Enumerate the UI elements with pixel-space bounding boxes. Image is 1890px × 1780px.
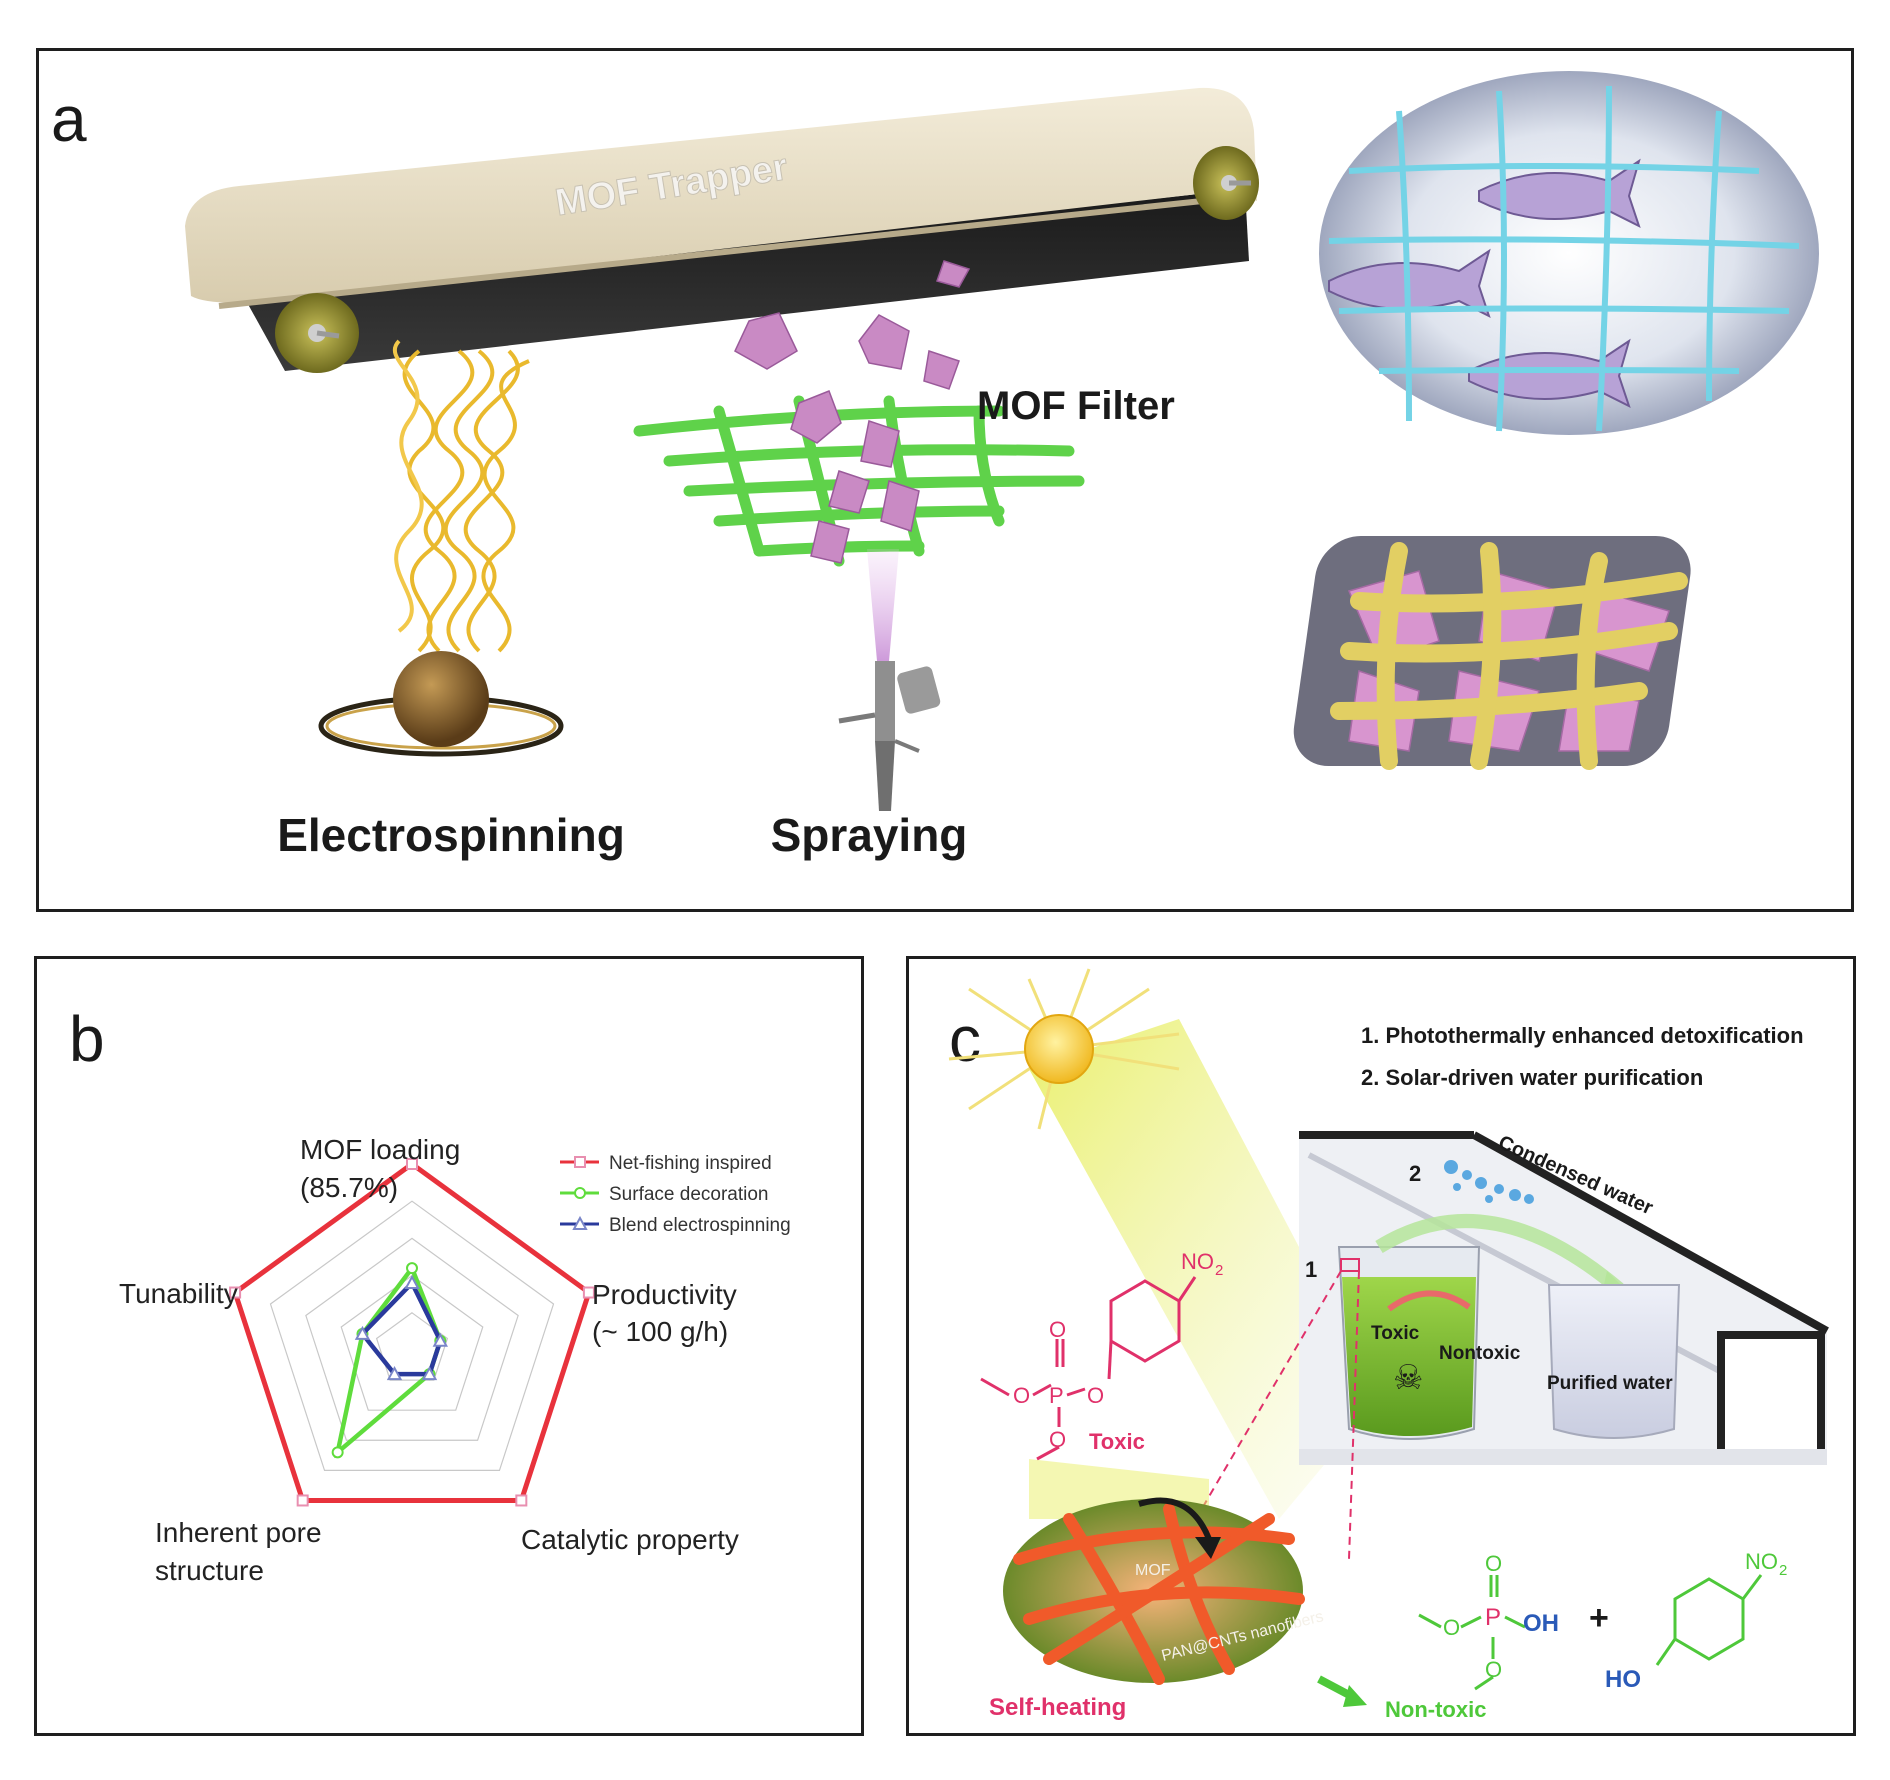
radar-chart: b MOF loading (85.7%) Productivity (~ 10…	[69, 1003, 791, 1586]
svg-text:P: P	[1049, 1383, 1064, 1408]
axis-label-pore-2: structure	[155, 1555, 264, 1586]
data-point-net-fishing	[296, 1494, 309, 1507]
filter-label: MOF Filter	[977, 384, 1175, 428]
sun-icon	[948, 968, 1180, 1130]
mof-octahedra	[734, 260, 971, 564]
skull-icon: ☠	[1393, 1358, 1423, 1398]
spraying-label: Spraying	[771, 809, 968, 861]
electrospinning-label: Electrospinning	[277, 809, 625, 861]
purified-water-label: Purified water	[1547, 1373, 1673, 1394]
svg-text:O: O	[1049, 1317, 1066, 1342]
svg-text:O: O	[1087, 1383, 1104, 1408]
self-heating-label: Self-heating	[989, 1694, 1126, 1721]
toxic-molecule	[980, 1276, 1197, 1461]
fishing-net-illustration	[1319, 71, 1819, 435]
product-oh: OH	[1523, 1610, 1559, 1637]
electrospinning-ball	[393, 651, 489, 747]
legend-label-net: Net-fishing inspired	[609, 1153, 772, 1174]
spray-gun	[838, 661, 941, 811]
sunlight-beam	[1029, 1019, 1379, 1519]
data-point-net-fishing	[229, 1286, 242, 1299]
axis-label-productivity: Productivity	[592, 1279, 737, 1310]
axis-label-productivity-value: (~ 100 g/h)	[592, 1316, 728, 1347]
purified-beaker	[1547, 1284, 1681, 1439]
axis-label-mof-loading-value: (85.7%)	[300, 1172, 398, 1203]
data-point-blend-electrospinning	[386, 1365, 403, 1381]
radar-grid-ring	[375, 1312, 449, 1381]
radar-series	[229, 1158, 595, 1507]
svg-text:O: O	[1013, 1383, 1030, 1408]
roller-left	[275, 293, 359, 373]
electrospinning-fibers	[392, 339, 530, 653]
spray-cone	[867, 549, 899, 661]
data-point-net-fishing	[406, 1158, 418, 1170]
axis-label-tunability: Tunability	[119, 1278, 238, 1309]
panel-c: c 1. Photothermally enhanced detoxificat…	[906, 956, 1856, 1736]
svg-text:O: O	[1485, 1657, 1502, 1682]
legend-marker-surface	[574, 1187, 586, 1199]
axis-label-catalytic: Catalytic property	[521, 1524, 739, 1555]
panel-c-letter: c	[949, 1003, 981, 1075]
product-no2-sub: 2	[1779, 1562, 1787, 1579]
radar-grid-ring	[305, 1237, 519, 1441]
toxic-label: Toxic	[1089, 1429, 1145, 1454]
axis-label-mof-loading: MOF loading	[300, 1134, 460, 1165]
legend-marker-blend	[572, 1215, 588, 1230]
series-line-net-fishing	[232, 1160, 592, 1503]
legend: Net-fishing inspired Surface decoration …	[560, 1153, 791, 1236]
water-droplets	[1444, 1160, 1534, 1204]
data-point-surface-decoration	[406, 1262, 418, 1275]
data-point-blend-electrospinning	[354, 1325, 371, 1340]
curved-arrow	[1138, 1497, 1212, 1541]
toxic-no2-sub: 2	[1215, 1262, 1223, 1279]
legend-label-surface: Surface decoration	[609, 1184, 769, 1205]
radar-grid-ring	[269, 1200, 555, 1471]
axis-label-pore: Inherent pore	[155, 1517, 322, 1548]
mof-text: MOF	[1135, 1562, 1171, 1579]
svg-text:O: O	[1049, 1427, 1066, 1452]
reaction-arrow	[1387, 1290, 1471, 1312]
series-line-surface-decoration	[334, 1263, 443, 1459]
step-2-text: 2. Solar-driven water purification	[1361, 1065, 1703, 1090]
panel-b: b MOF loading (85.7%) Productivity (~ 10…	[34, 956, 864, 1736]
data-point-blend-electrospinning	[404, 1274, 420, 1290]
panel-c-illustration: c 1. Photothermally enhanced detoxificat…	[948, 968, 1829, 1722]
data-point-blend-electrospinning	[421, 1365, 438, 1381]
num-1: 1	[1305, 1257, 1317, 1282]
num-2: 2	[1409, 1161, 1421, 1186]
svg-text:O: O	[1485, 1551, 1502, 1576]
legend-label-blend: Blend electrospinning	[609, 1215, 791, 1236]
panel-a: MOF Trapper	[36, 48, 1854, 912]
mof-fabric-illustration	[1293, 536, 1691, 770]
data-point-net-fishing	[515, 1494, 528, 1507]
beaker-toxic-label: Toxic	[1371, 1323, 1420, 1344]
data-point-blend-electrospinning	[432, 1332, 448, 1347]
data-point-surface-decoration	[331, 1446, 344, 1459]
product-nitrophenol	[1655, 1574, 1763, 1666]
non-toxic-label: Non-toxic	[1385, 1697, 1486, 1722]
radar-grid-ring	[340, 1274, 484, 1411]
step-1-text: 1. Photothermally enhanced detoxificatio…	[1361, 1023, 1804, 1048]
toxic-no2: NO	[1181, 1249, 1214, 1274]
legend-marker-net	[574, 1156, 586, 1168]
data-point-net-fishing	[582, 1286, 595, 1299]
svg-text:O: O	[1443, 1615, 1460, 1640]
product-phosphate	[1418, 1575, 1526, 1691]
product-ho: HO	[1605, 1666, 1641, 1693]
transfer-arrow	[1375, 1214, 1624, 1295]
plus-sign: +	[1589, 1599, 1609, 1637]
conveyor-belt	[185, 87, 1257, 371]
series-line-blend-electrospinning	[359, 1279, 443, 1377]
beaker-nontoxic-label: Nontoxic	[1439, 1343, 1521, 1364]
panel-b-letter: b	[69, 1003, 105, 1075]
svg-text:P: P	[1485, 1604, 1501, 1631]
panel-a-letter: a	[51, 83, 87, 155]
product-no2: NO	[1745, 1549, 1778, 1574]
panel-a-illustration: MOF Trapper	[51, 71, 1819, 861]
roller-right	[1193, 146, 1259, 220]
